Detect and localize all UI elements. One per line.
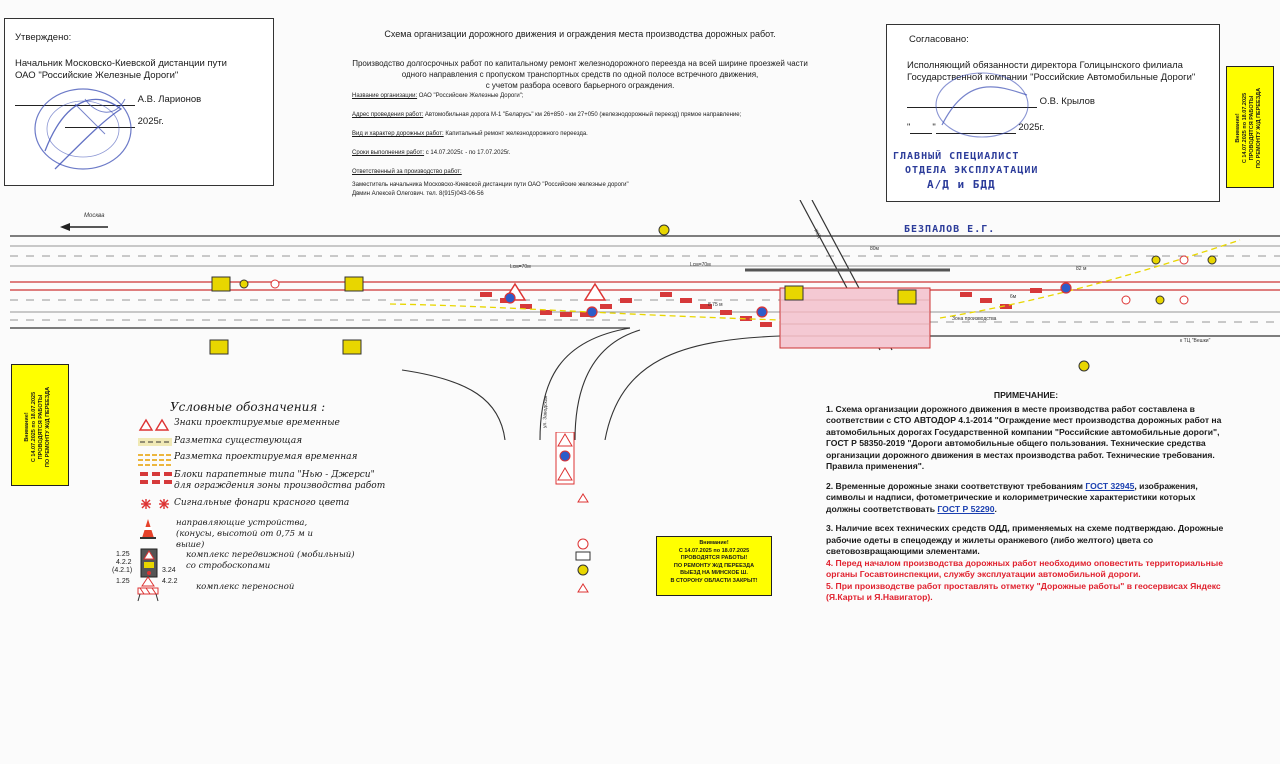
round-sign-icon (658, 224, 670, 236)
agreed-signer-line: О.В. Крылов (907, 95, 1095, 108)
length-label-1: Lсм=70м (510, 264, 531, 270)
gost-52290-link[interactable]: ГОСТ Р 52290 (937, 503, 995, 514)
approval-block-right: Согласовано: Исполняющий обязанности дир… (886, 24, 1220, 202)
notes-title: ПРИМЕЧАНИЕ: (993, 390, 1059, 400)
note-4: 4. Перед началом производства дорожных р… (826, 557, 1223, 580)
info-kind: Вид и характер дорожных работ: Капитальн… (352, 131, 588, 137)
approval-label: Утверждено: (15, 32, 72, 43)
mobile-complex-icon (784, 285, 804, 301)
restriction-sign-icon (586, 306, 598, 318)
seal-stamp-icon (935, 72, 1029, 138)
approval-year: 2025г. (137, 116, 164, 127)
info-responsible-line1: Заместитель начальника Московско-Киевско… (352, 182, 629, 188)
document-subtitle-3: с учетом разбора осевого барьерного огра… (485, 81, 675, 90)
info-term: Сроки выполнения работ: с 14.07.2025г. -… (352, 150, 511, 156)
road-scheme: Москва к ТЦ "Вешки" Lсм=70м Lсм=70м 80м … (10, 200, 1280, 440)
round-sign-icon (1179, 295, 1189, 305)
round-sign-icon (1121, 295, 1131, 305)
agreed-label: Согласовано: (909, 34, 969, 45)
side-road-signs (555, 432, 591, 593)
agreed-org: Государственной компании "Российские Авт… (907, 72, 1196, 83)
notice-left: Внимание! С 14.07.2025 по 18.07.2025 ПРО… (11, 364, 69, 486)
note-1: 1. Схема организации дорожного движения … (826, 403, 1222, 472)
approval-org: ОАО "Российские Железные Дороги" (15, 70, 179, 81)
document-subtitle-1: Производство долгосрочных работ по капит… (352, 59, 808, 68)
mobile-complex-icon (342, 339, 362, 355)
round-sign-icon (1179, 255, 1189, 265)
note-3: 3. Наличие всех технических средств ОДД,… (826, 523, 1224, 556)
work-info: Название организации: ОАО "Российские Же… (352, 92, 832, 199)
info-org: Название организации: ОАО "Российские Же… (352, 93, 524, 99)
info-responsible: Ответственный за производство работ: (352, 169, 462, 175)
agreed-signer: О.В. Крылов (1039, 96, 1095, 107)
agreed-date-line: "" 2025г. (907, 122, 1045, 134)
dist-label-8: 8,75 м (708, 302, 723, 308)
direction-label: Москва (84, 213, 105, 219)
side-road (401, 327, 781, 440)
specialist-signature: БЕЗПАЛОВ Е.Г. (904, 224, 996, 235)
round-sign-icon (1207, 255, 1217, 265)
warning-sign-icon (583, 282, 607, 301)
mobile-complex-icon (897, 289, 917, 305)
direction-arrow-icon (60, 223, 108, 231)
mobile-complex-icon (140, 548, 158, 578)
existing-marking-icon (138, 438, 172, 446)
restriction-sign-icon (756, 306, 768, 318)
temporary-signs-icon (138, 418, 170, 431)
legend: Условные обозначения : Знаки проектируем… (110, 398, 410, 608)
barrier-blocks-icon (140, 472, 172, 484)
notice-center: Внимание! С 14.07.2025 по 18.07.2025 ПРО… (656, 536, 772, 596)
restriction-sign-icon (1060, 282, 1072, 294)
approval-position: Начальник Московско-Киевской дистанции п… (15, 58, 227, 69)
info-address: Адрес проведения работ: Автомобильная до… (352, 112, 742, 118)
dist-label-80: 80м (870, 246, 880, 252)
round-sign-icon (1151, 255, 1161, 265)
dist-label-82: 82 м (1076, 266, 1087, 272)
notes-section: ПРИМЕЧАНИЕ: 1. Схема организации дорожно… (826, 390, 1226, 604)
work-zone-label: Зона производства (952, 316, 997, 322)
round-sign-icon (270, 279, 280, 289)
signal-lights-icon (141, 499, 169, 509)
right-road-label: к ТЦ "Вешки" (1180, 338, 1211, 344)
work-zone (779, 287, 931, 349)
length-label-2: Lсм=70м (690, 262, 711, 268)
dist-label-6: 6м (1010, 294, 1017, 300)
document-header: Схема организации дорожного движения и о… (330, 28, 830, 91)
approval-signer-line: А.В. Ларионов (15, 93, 201, 106)
cone-icon (140, 519, 156, 539)
mobile-complex-icon (209, 339, 229, 355)
road-signs-row (209, 224, 1217, 372)
approval-date-line: 2025г. (65, 115, 164, 128)
legend-title: Условные обозначения : (170, 400, 326, 414)
gost-32945-link[interactable]: ГОСТ 32945 (1085, 480, 1135, 491)
round-sign-icon (1078, 360, 1090, 372)
specialist-stamp-line2: ОТДЕЛА ЭКСПЛУАТАЦИИ (905, 165, 1039, 176)
side-road-label: ул. Заводская (542, 395, 549, 428)
document-subtitle-2: одного направления с пропуском транспорт… (401, 70, 759, 79)
temporary-marking-icon (138, 454, 172, 466)
agreed-position: Исполняющий обязанности директора Голицы… (907, 60, 1183, 71)
specialist-stamp-line1: ГЛАВНЫЙ СПЕЦИАЛИСТ (893, 151, 1020, 162)
info-responsible-line2: Двмин Алексей Олегович. тел. 8(915)043-0… (352, 191, 484, 197)
round-sign-icon (239, 279, 249, 289)
document-title: Схема организации дорожного движения и о… (384, 29, 776, 39)
notice-right: Внимание! С 14.07.2025 по 18.07.2025 ПРО… (1226, 66, 1274, 188)
mobile-complex-icon (211, 276, 231, 292)
note-2: 2. Временные дорожные знаки соответствую… (826, 480, 1198, 514)
barrier-blocks (480, 288, 1042, 327)
approval-block-left: Утверждено: Начальник Московско-Киевской… (4, 18, 274, 186)
restriction-sign-icon (504, 292, 516, 304)
approval-signer: А.В. Ларионов (137, 94, 202, 105)
specialist-stamp-line3: А/Д и БДД (927, 178, 996, 191)
mobile-complex-icon (344, 276, 364, 292)
round-sign-icon (1155, 295, 1165, 305)
seal-stamp-icon (34, 88, 132, 170)
rail-label: Ж/Д (812, 228, 822, 240)
portable-complex-icon (137, 576, 159, 602)
note-5: 5. При производстве работ проставлять от… (826, 580, 1221, 603)
